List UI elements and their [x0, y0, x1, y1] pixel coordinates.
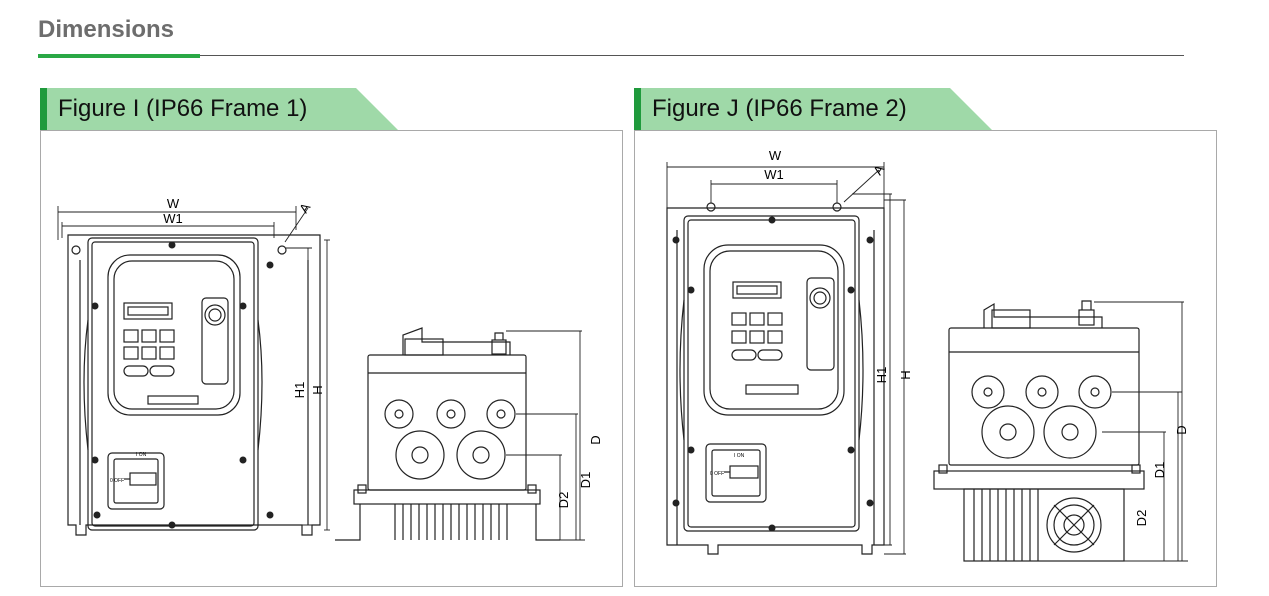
fj-gland-5 — [1043, 405, 1097, 459]
fj-side-body — [948, 327, 1140, 466]
fi-gland-5 — [456, 430, 506, 480]
fj-mount-hole-tl — [706, 202, 716, 212]
fi-label-d2: D2 — [556, 492, 571, 509]
fi-display — [123, 302, 173, 320]
fj-gland-3 — [1078, 375, 1112, 409]
fj-gland-2 — [1025, 375, 1059, 409]
fi-mount-hole-tr — [277, 245, 287, 255]
fi-label-h1: H1 — [292, 382, 307, 399]
fi-knob — [204, 304, 226, 326]
fj-knob-slot — [806, 277, 835, 371]
fj-fan — [1046, 497, 1102, 553]
fj-side-top-tab — [991, 309, 1031, 329]
heading-rule — [38, 55, 1184, 56]
fi-label-d1: D1 — [578, 472, 593, 489]
fj-display — [732, 281, 782, 299]
fj-label-slot — [745, 384, 799, 395]
fi-label-w1: W1 — [163, 211, 183, 226]
heading-accent — [38, 54, 200, 58]
fi-label-slot — [147, 395, 199, 405]
fj-label-d: D — [1174, 425, 1189, 434]
figure-i-title-text: Figure I (IP66 Frame 1) — [58, 95, 308, 122]
figure-j-title-text: Figure J (IP66 Frame 2) — [652, 95, 907, 122]
fj-keypad-panel — [703, 244, 845, 416]
figure-j-drawing: I ON 0 OFF W W1 A H1 H D D1 D2 — [666, 148, 1189, 562]
fj-side-cap — [983, 302, 1103, 328]
fi-heatsink-fins — [394, 504, 508, 540]
fi-enclosure — [87, 237, 259, 531]
fi-side-top-tab — [404, 338, 444, 356]
fj-gland-1 — [971, 375, 1005, 409]
fi-side-connector — [491, 339, 507, 355]
figure-j-frame — [634, 130, 1217, 587]
fi-label-d: D — [588, 435, 603, 444]
fj-heatsink — [963, 488, 1125, 562]
fj-side-connector — [1078, 309, 1095, 326]
fi-switch-on: I ON — [136, 452, 147, 458]
fi-knob-slot — [201, 297, 229, 385]
fj-label-d1: D1 — [1152, 462, 1167, 479]
fi-gland-3 — [486, 399, 516, 429]
figure-j-title: Figure J (IP66 Frame 2) — [634, 88, 992, 130]
fi-switch-off: 0 OFF — [110, 478, 124, 484]
fi-label-h: H — [310, 385, 325, 394]
fi-side-cap — [402, 327, 511, 355]
fi-gland-4 — [395, 430, 445, 480]
fi-isolator-switch — [107, 452, 165, 510]
fj-switch-off: 0 OFF — [710, 471, 724, 477]
fi-front-plate — [67, 234, 321, 536]
fj-label-h: H — [898, 370, 913, 379]
fj-mount-hole-tr — [832, 202, 842, 212]
fi-side-base — [353, 489, 541, 505]
fj-label-w: W — [769, 148, 782, 163]
fi-side-body — [367, 354, 527, 491]
fi-label-w: W — [167, 196, 180, 211]
fj-side-base — [933, 470, 1145, 490]
page-heading: Dimensions — [38, 16, 175, 43]
fj-switch-on: I ON — [734, 453, 745, 459]
fi-label-a: A — [296, 200, 313, 216]
figure-i-drawing: I ON 0 OFF W W1 A H1 H D D1 D2 — [57, 196, 603, 541]
fi-gland-2 — [436, 399, 466, 429]
fj-gland-4 — [981, 405, 1035, 459]
fj-label-h1: H1 — [874, 367, 889, 384]
fi-keypad-panel — [107, 254, 241, 416]
fj-isolator-switch — [705, 443, 767, 503]
fj-front-plate — [666, 207, 885, 555]
fj-knob — [809, 287, 831, 309]
fj-label-w1: W1 — [764, 167, 784, 182]
figure-i-title: Figure I (IP66 Frame 1) — [40, 88, 398, 130]
fi-mount-hole-tl — [71, 245, 81, 255]
fi-gland-1 — [384, 399, 414, 429]
fj-label-d2: D2 — [1134, 510, 1149, 527]
